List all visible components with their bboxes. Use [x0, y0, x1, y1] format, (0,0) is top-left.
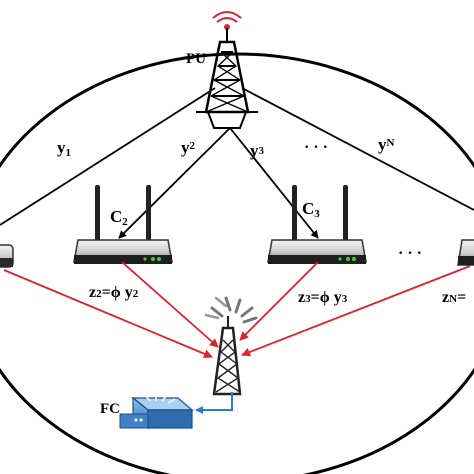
- router-icon-c3: [267, 185, 367, 264]
- link-label-n: yN: [378, 135, 395, 154]
- report-label-n: zN=: [442, 289, 466, 306]
- pu-label: PU: [186, 51, 206, 67]
- fc-device-icon: [119, 393, 195, 430]
- pu-tower-icon: [196, 11, 258, 129]
- router-icon-c2: [73, 185, 173, 264]
- fc-label: FC: [100, 401, 120, 417]
- link-label-3: y3: [250, 141, 265, 160]
- report-line-1: [3, 269, 213, 359]
- link-ellipsis: · · ·: [304, 139, 328, 156]
- node-label-c3: C3: [302, 199, 320, 220]
- node-label-c2: C2: [110, 207, 128, 228]
- link-line-n: [241, 87, 474, 211]
- link-line-1: [0, 87, 216, 226]
- link-line-3: [229, 127, 319, 239]
- network-boundary: [0, 52, 474, 474]
- router-icon-n: [457, 239, 474, 266]
- report-line-3: [239, 261, 319, 341]
- report-label-3: z3=ϕ y3: [298, 289, 348, 306]
- link-label-1: y1: [57, 138, 71, 159]
- link-label-2: y2: [181, 138, 196, 157]
- report-line-n: [241, 265, 471, 357]
- node-ellipsis: · · ·: [398, 245, 422, 262]
- report-label-2: z2=ϕ y2: [89, 284, 139, 301]
- fc-tower-icon: [204, 296, 258, 396]
- fc-link: [195, 392, 233, 414]
- router-icon-1: [0, 244, 14, 268]
- report-line-2: [121, 261, 219, 348]
- link-line-2: [118, 127, 231, 239]
